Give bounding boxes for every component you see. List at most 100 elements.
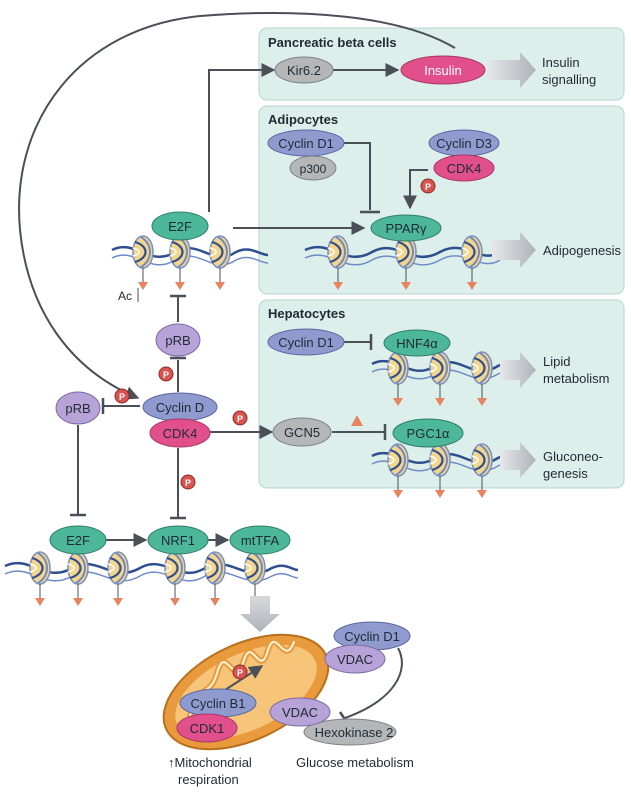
histone-tail-b-2	[72, 583, 84, 607]
pancreatic-panel-title: Pancreatic beta cells	[268, 35, 397, 50]
acetylation-triangle-icon	[351, 415, 363, 426]
ppargamma-node	[370, 214, 442, 242]
e2f-bottom-node	[49, 525, 107, 555]
nucleosome-b-6	[243, 550, 267, 586]
nucleosome-b-2	[66, 550, 90, 586]
histone-tail-tl-1	[137, 267, 149, 291]
gcn5-node	[272, 417, 332, 447]
insulin-label: Insulin	[424, 63, 462, 78]
adipocytes-panel-title: Adipocytes	[268, 112, 338, 127]
nucleosome-hep1-3	[470, 350, 494, 386]
phospho-adipo-label: P	[425, 182, 431, 192]
nucleosome-adipo-3	[460, 234, 484, 270]
kir62-node	[274, 56, 334, 84]
cdk1-label: CDK1	[190, 721, 225, 736]
insulin-signalling-line1: Insulin	[542, 55, 580, 70]
cyclin-d1-mito-label: Cyclin D1	[344, 629, 400, 644]
hepatocytes-panel	[258, 299, 625, 489]
cyclin-d1-inhibits-ppar-line	[340, 142, 371, 210]
glucose-metabolism-label: Glucose metabolism	[296, 755, 414, 770]
nucleosome-hep1-1	[386, 350, 410, 386]
insulin-signalling-arrow	[487, 52, 536, 88]
cyclin-b1-label: Cyclin B1	[191, 696, 246, 711]
cyclin-d1-adipo-label: Cyclin D1	[278, 136, 334, 151]
gluconeogenesis-arrow	[500, 442, 536, 478]
hnf4a-label: HNF4α	[396, 336, 438, 351]
phospho-prb-mid-label: P	[163, 370, 169, 380]
nucleosome-hep2-2	[428, 442, 452, 478]
mitochondrion	[162, 633, 330, 751]
hepatocytes-panel-title: Hepatocytes	[268, 306, 345, 321]
cdk4-adipo-node	[433, 154, 495, 182]
nrf1-label: NRF1	[161, 533, 195, 548]
cdk4-adipo-label: CDK4	[447, 161, 482, 176]
gluconeogenesis-line2: genesis	[543, 466, 588, 481]
cyclin-d1-hep-label: Cyclin D1	[278, 335, 334, 350]
nucleosome-tl-3	[208, 234, 232, 270]
histone-tail-b-3	[112, 583, 124, 607]
cdk4-center-label: CDK4	[163, 426, 198, 441]
insulin-to-cyclin-d-arrow	[18, 11, 456, 400]
nucleosome-tl-1	[131, 234, 155, 270]
nrf1-node	[147, 525, 209, 555]
nucleosome-adipo-1	[326, 234, 350, 270]
hexokinase2-node	[303, 718, 397, 746]
cdk1-node	[176, 713, 238, 743]
phospho-adipo-icon	[420, 178, 436, 194]
p300-node	[289, 155, 337, 181]
insulin-node	[400, 55, 486, 85]
nucleosome-tl-2	[168, 234, 192, 270]
nucleosome-b-3	[106, 550, 130, 586]
cyclin-d1-hep-node	[267, 328, 345, 356]
gcn5-label: GCN5	[284, 425, 320, 440]
phospho-prb-left-icon	[114, 388, 130, 404]
cyclin-d-center-label: Cyclin D	[156, 400, 204, 415]
e2f-bottom-label: E2F	[66, 533, 90, 548]
prb-mid-node	[155, 323, 201, 357]
phospho-vdac-icon	[232, 664, 248, 680]
cdk4-center-node	[149, 418, 211, 448]
phospho-prb-mid-icon	[158, 366, 174, 382]
vdac-bottom-label: VDAC	[282, 705, 318, 720]
prb-left-node	[55, 391, 101, 425]
lipid-metabolism-line2: metabolism	[543, 371, 609, 386]
phospho-nrf1-label: P	[185, 478, 191, 488]
cdk4-phosphorylates-ppar-arrow	[403, 169, 428, 210]
pgc1a-node	[392, 418, 464, 448]
kir62-label: Kir6.2	[287, 63, 321, 78]
histone-tail-b-4	[169, 583, 181, 607]
hnf4a-node	[383, 329, 451, 357]
nucleosome-hep2-3	[470, 442, 494, 478]
p300-label: p300	[300, 162, 327, 176]
mito-respiration-line1: ↑Mitochondrial	[168, 755, 252, 770]
vdac-bottom-node	[269, 697, 331, 727]
to-mitochondria-arrow	[240, 596, 280, 632]
phospho-vdac-label: P	[237, 668, 243, 678]
e2f-top-node	[151, 211, 209, 241]
e2f-top-label: E2F	[168, 219, 192, 234]
histone-tail-tl-2	[174, 267, 186, 291]
histone-tail-b-5	[209, 583, 221, 607]
acetyl-label: Ac	[118, 289, 132, 303]
phospho-prb-left-label: P	[119, 392, 125, 402]
hexokinase2-label: Hexokinase 2	[315, 725, 394, 740]
phospho-gcn5-label: P	[237, 414, 243, 424]
prb-mid-label: pRB	[165, 333, 190, 348]
pgc1a-label: PGC1α	[407, 426, 450, 441]
prb-left-label: pRB	[65, 401, 90, 416]
histone-tail-tl-3	[214, 267, 226, 291]
vdac-top-label: VDAC	[337, 652, 373, 667]
phospho-gcn5-icon	[232, 410, 248, 426]
mttfa-label: mtTFA	[241, 533, 280, 548]
lipid-metabolism-arrow	[500, 352, 536, 388]
nucleosome-hep1-2	[428, 350, 452, 386]
phospho-nrf1-icon	[180, 474, 196, 490]
nucleosome-hep2-1	[386, 442, 410, 478]
nucleosome-b-5	[203, 550, 227, 586]
cyclin-d1-inhibits-hk-line	[344, 647, 403, 719]
cyclin-d1-adipo-node	[267, 129, 345, 157]
mito-respiration-line2: respiration	[178, 772, 239, 787]
adipogenesis-arrow	[492, 232, 536, 268]
nucleosome-b-1	[28, 550, 52, 586]
